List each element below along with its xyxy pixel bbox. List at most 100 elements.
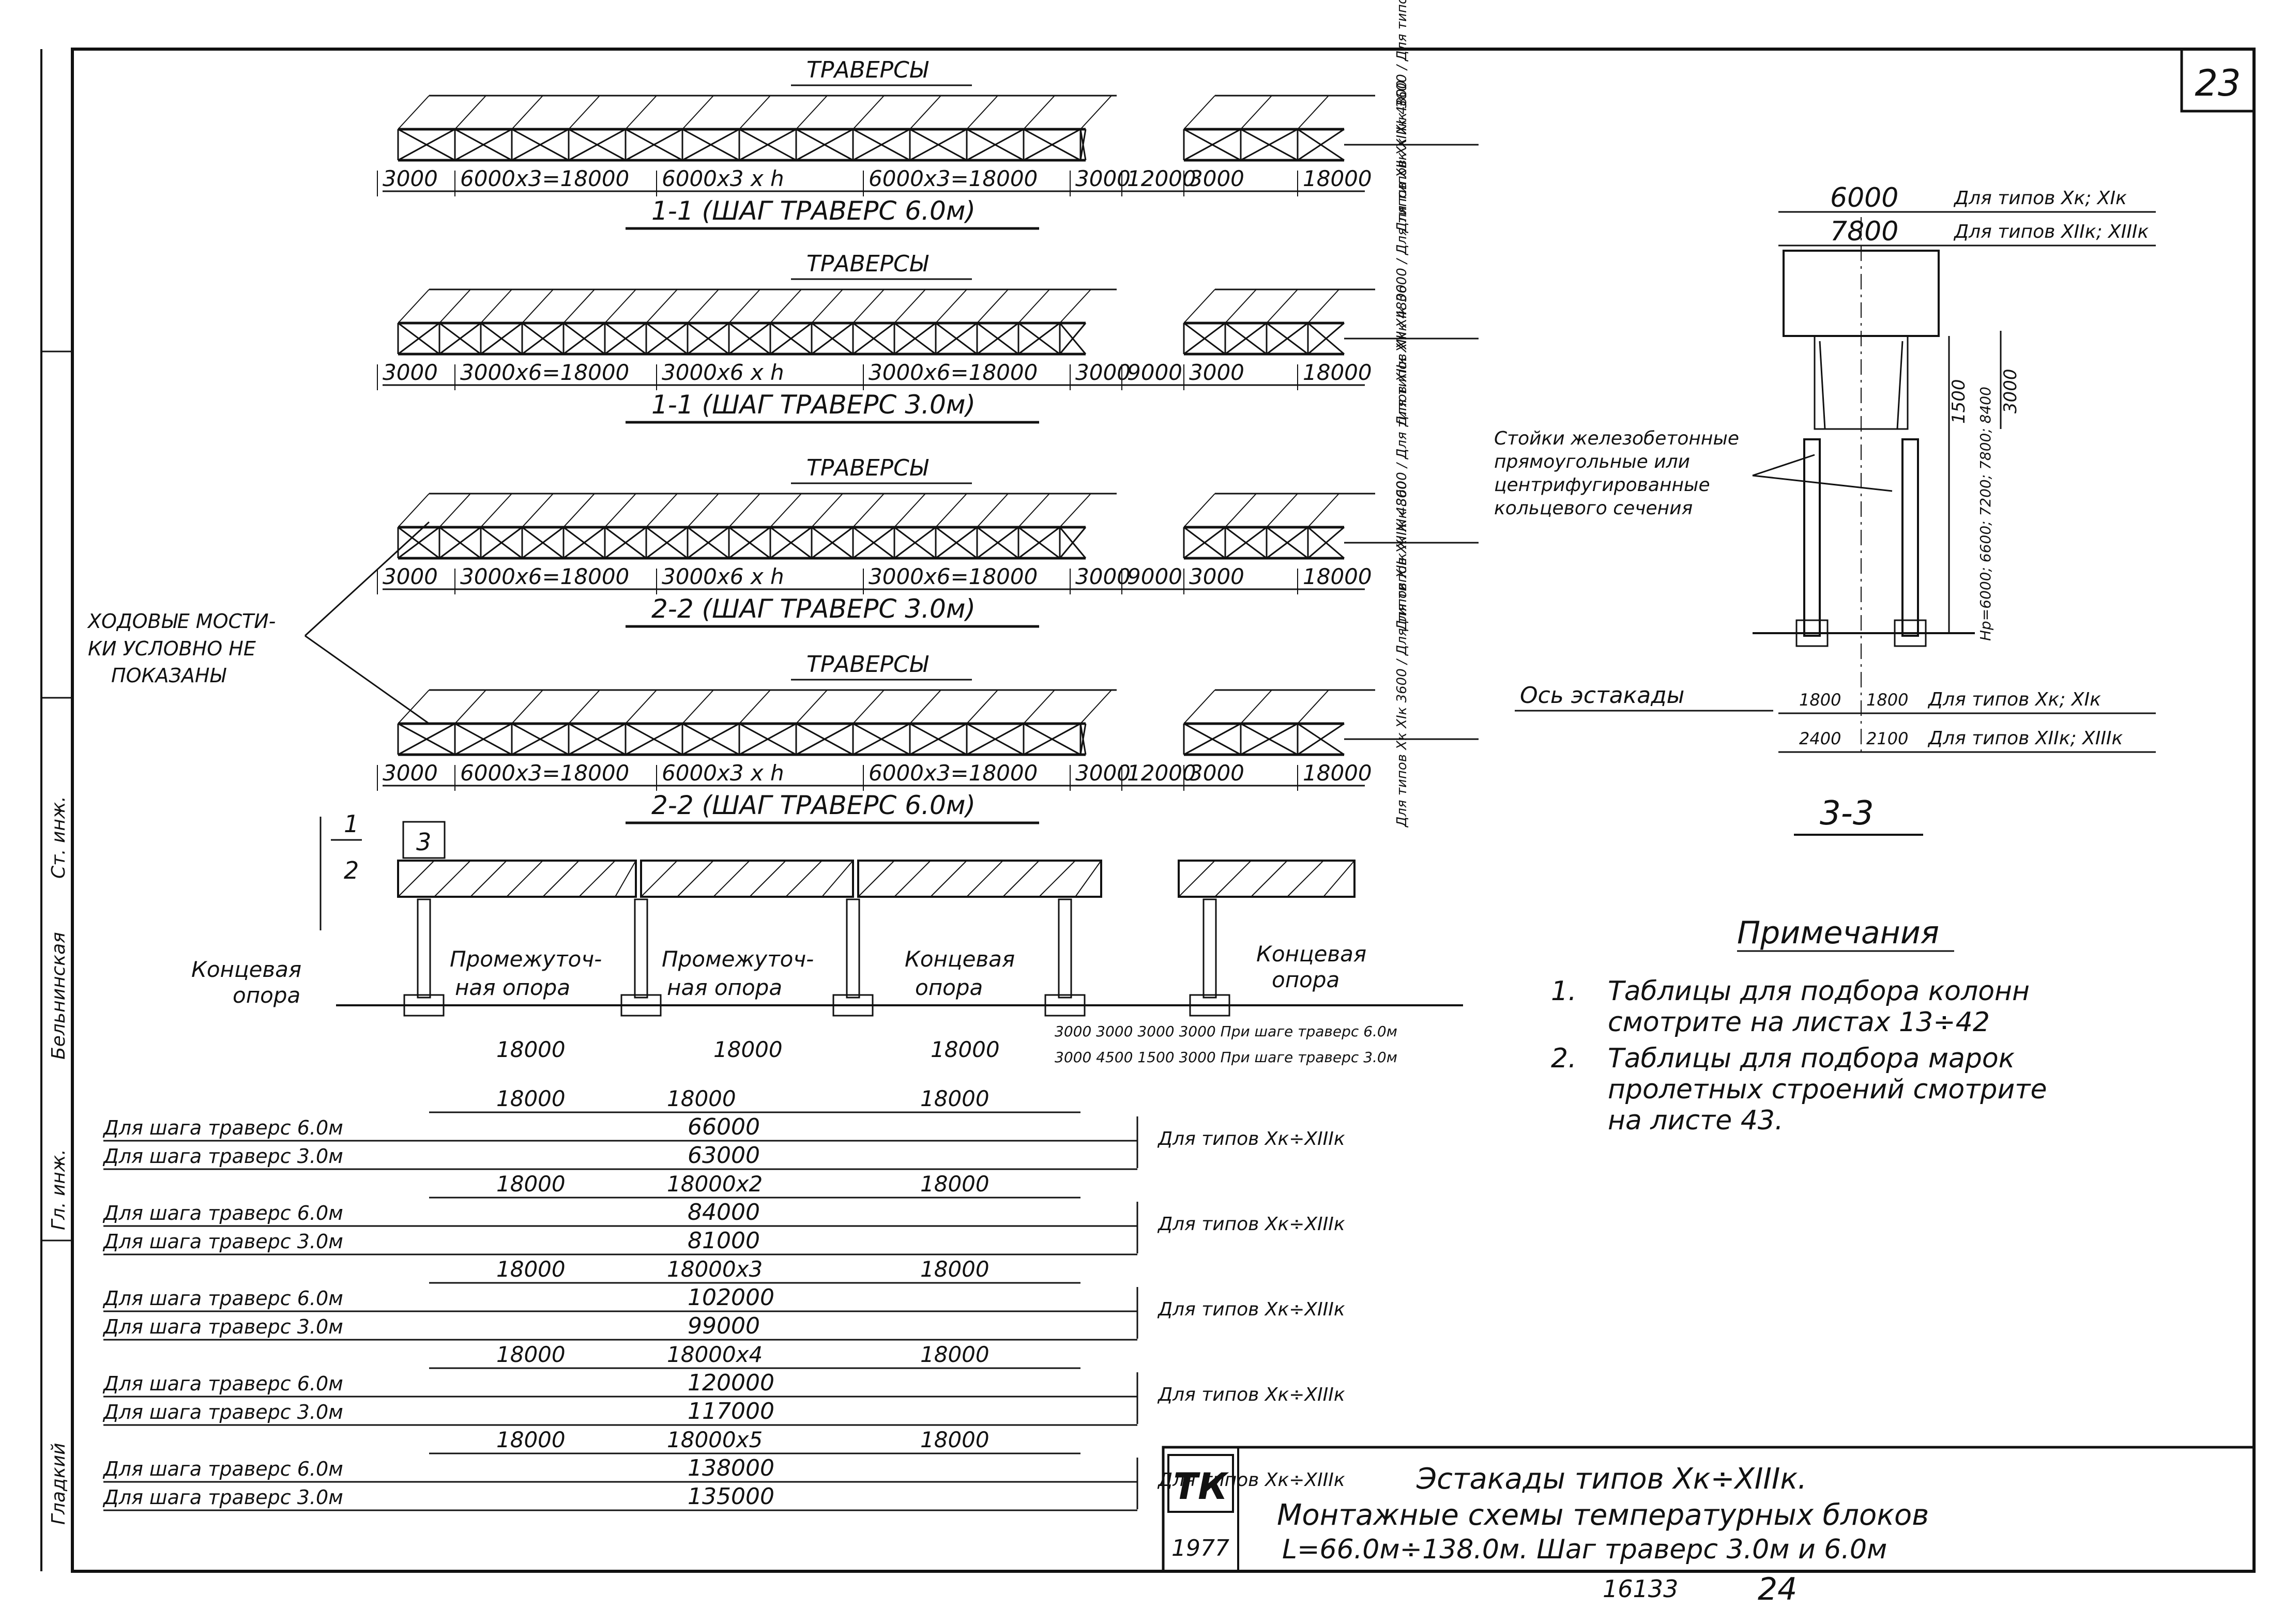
length-span: 18000x2 xyxy=(667,1171,763,1197)
elevation-dim: 3000x6=18000 xyxy=(460,564,629,589)
span-elevation: 1 2 3 Концевая опора Промежуточ- ная опо… xyxy=(191,810,1463,1066)
traverse xyxy=(646,289,678,324)
truss-diagonal xyxy=(682,128,740,161)
strip-text-1: Гл. инж. xyxy=(48,1149,69,1230)
elevation-side-label: Для типов Xк XIк 3600 / Для типов XIIк X… xyxy=(1394,481,1410,828)
traverse xyxy=(1183,95,1215,130)
length-span: 18000 xyxy=(496,1342,566,1367)
footer-page: 24 xyxy=(1758,1571,1797,1607)
traverse xyxy=(398,95,430,130)
truss-web xyxy=(1251,860,1288,897)
traverse xyxy=(977,289,1009,324)
truss-diagonal xyxy=(1079,723,1087,755)
support-end-left-1: Концевая xyxy=(191,957,301,982)
length-value: 66000 xyxy=(688,1114,760,1140)
length-value: 117000 xyxy=(688,1398,774,1424)
column xyxy=(634,898,648,999)
span-dim-3: 18000 xyxy=(931,1037,1000,1062)
span-truss xyxy=(397,860,1356,898)
section-mark-1: 1 xyxy=(344,810,359,838)
length-label: Для шага траверс 3.0м xyxy=(102,1401,343,1423)
traverse xyxy=(811,289,843,324)
s33-bottom-label-2: Для типов XIIк; XIIIк xyxy=(1927,728,2123,749)
elevation-header: ТРАВЕРСЫ xyxy=(806,651,929,678)
length-value: 120000 xyxy=(688,1370,774,1396)
length-types: Для типов Xк÷XIIIк xyxy=(1157,1214,1345,1235)
truss-diagonal xyxy=(1023,128,1081,161)
note-2-num: 2. xyxy=(1551,1043,1577,1074)
traverse xyxy=(604,289,636,324)
length-label: Для шага траверс 6.0м xyxy=(102,1116,343,1139)
support-mid2-1: Промежуточ- xyxy=(662,946,814,972)
truss-diagonal xyxy=(852,322,895,355)
truss-web xyxy=(615,860,636,897)
traverse xyxy=(852,289,885,324)
elevation-dim: 18000 xyxy=(1303,360,1372,385)
title-stamp: ТК 1977 Эстакады типов Xк÷XIIIк. Монтажн… xyxy=(1162,1446,2256,1573)
elevation-dim: 3000x6=18000 xyxy=(869,360,1038,385)
truss-diagonal xyxy=(511,723,569,756)
traverse xyxy=(1225,289,1257,324)
truss-web xyxy=(821,860,854,897)
truss-diagonal xyxy=(480,526,523,559)
length-label: Для шага траверс 3.0м xyxy=(102,1486,343,1509)
length-span: 18000x5 xyxy=(667,1427,763,1452)
elevation-dim: 18000 xyxy=(1303,166,1372,191)
elevation-dim: 3000 xyxy=(383,360,438,385)
traverse xyxy=(1240,95,1272,130)
support-end-mid-1: Концевая xyxy=(905,946,1015,972)
section-3-3: 6000 Для типов Xк; XIк 7800 Для типов XI… xyxy=(1494,182,2156,836)
elevation-dim: 3000 xyxy=(1189,360,1244,385)
traverse xyxy=(687,289,719,324)
traverse xyxy=(966,690,998,724)
traverse xyxy=(909,95,941,130)
truss-web xyxy=(749,860,786,897)
s33-dim-hp: Hр=6000; 6600; 7200; 7800; 8400 xyxy=(1977,387,1994,641)
left-strip: Гл. инж. Бельнинская Ст. инж. Гладкий xyxy=(41,350,72,1525)
truss-web xyxy=(894,860,931,897)
walkway-note: ХОДОВЫЕ МОСТИ- КИ УСЛОВНО НЕ ПОКАЗАНЫ xyxy=(87,521,430,725)
length-value: 63000 xyxy=(688,1142,760,1169)
traverse xyxy=(1307,289,1339,324)
truss-diagonal xyxy=(568,723,626,756)
column xyxy=(1058,898,1072,999)
traverse xyxy=(511,690,543,724)
truss-diagonal xyxy=(909,128,967,161)
truss-diagonal xyxy=(1183,128,1241,161)
traverse xyxy=(568,690,600,724)
walkway-leader-2 xyxy=(304,635,430,725)
length-span: 18000 xyxy=(920,1086,989,1111)
traverse xyxy=(728,493,760,528)
s33-column-left xyxy=(1803,438,1821,637)
note-2-line-2: пролетных строений смотрите xyxy=(1608,1074,2047,1105)
length-value: 102000 xyxy=(688,1284,774,1311)
traverse xyxy=(646,493,678,528)
traverse xyxy=(687,493,719,528)
span-segment xyxy=(397,860,637,898)
elevation-dim: 3000x6=18000 xyxy=(460,360,629,385)
length-span: 18000 xyxy=(920,1427,989,1452)
truss-diagonal xyxy=(1225,526,1267,559)
truss-diagonal xyxy=(604,322,647,355)
elevation-dim: 9000 xyxy=(1127,360,1182,385)
truss-web xyxy=(966,860,1003,897)
traverse xyxy=(563,493,595,528)
strip-text-2: Бельнинская xyxy=(48,932,69,1060)
length-span: 18000 xyxy=(920,1257,989,1282)
truss-web xyxy=(542,860,580,897)
support-end-left-2: опора xyxy=(233,983,300,1008)
truss-web xyxy=(1214,860,1252,897)
column-footing xyxy=(620,994,662,1017)
elevation-dim: 3000 xyxy=(383,564,438,589)
stamp-logo-box xyxy=(1167,1454,1234,1513)
elevation-dim: 6000x3=18000 xyxy=(869,760,1038,786)
strip-text-3: Ст. инж. xyxy=(48,796,69,879)
traverse xyxy=(480,493,512,528)
sheet-number: 23 xyxy=(2195,62,2241,104)
truss-diagonal xyxy=(1059,527,1087,559)
